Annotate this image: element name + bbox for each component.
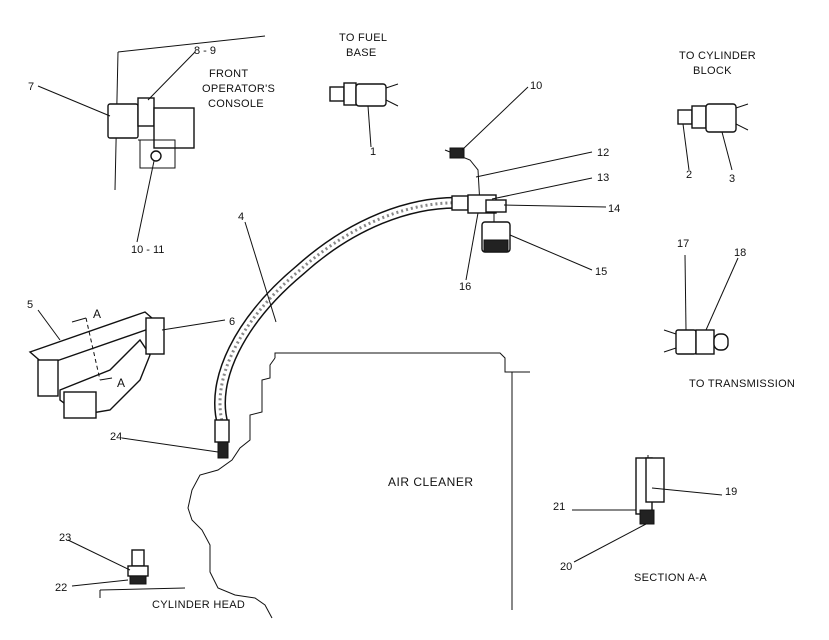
callout-16: 16: [459, 281, 471, 293]
pressure-switch-assembly: [444, 147, 511, 253]
trans-sender-nut: [695, 329, 715, 355]
cylinder-head-sender: [99, 549, 186, 598]
air-cleaner-outline: AIR CLEANER: [187, 352, 530, 619]
callout-3: 3: [729, 173, 735, 185]
trans-sender-body: [675, 329, 697, 355]
callout-20: 20: [560, 561, 572, 573]
caption-to-cylinder-block-line1: TO CYLINDER: [679, 50, 756, 62]
sender-body: [355, 83, 387, 107]
captions: TO FUEL BASE TO CYLINDER BLOCK FRONT OPE…: [152, 32, 795, 611]
hose-fitting-upper: [451, 195, 469, 211]
callout-13: 13: [597, 172, 609, 184]
callout-18: 18: [734, 247, 746, 259]
callout-10-11: 10 - 11: [131, 244, 164, 256]
oil-pressure-hose: [214, 195, 469, 459]
section-clip: [645, 457, 665, 503]
callout-14: 14: [608, 203, 620, 215]
block-sender-body: [705, 103, 737, 133]
callout-7: 7: [28, 81, 34, 93]
section-mark-bottom: A: [117, 376, 126, 390]
callout-4: 4: [238, 211, 244, 223]
air-cleaner-label: AIR CLEANER: [388, 475, 474, 489]
callout-numbers: 1 2 3 4 5 6 7 8 - 9 10 10 - 11 12 13 14 …: [27, 45, 746, 594]
transmission-sender: [663, 329, 729, 355]
head-sender-base: [129, 575, 147, 585]
panel-right-mount: [145, 317, 165, 355]
head-sender-hex: [127, 565, 149, 577]
gauge-body: [107, 103, 139, 139]
section-nut: [639, 509, 655, 525]
cylinder-block-sender: [677, 103, 749, 133]
gauge-housing: [153, 107, 195, 149]
pressure-switch-base: [483, 239, 509, 253]
caption-front-console-line1: FRONT: [209, 68, 248, 80]
section-mark-top: A: [93, 307, 102, 321]
panel-left-mount: [37, 359, 59, 397]
callout-12: 12: [597, 147, 609, 159]
callout-19: 19: [725, 486, 737, 498]
callout-6: 6: [229, 316, 235, 328]
caption-to-transmission: TO TRANSMISSION: [689, 378, 795, 390]
callout-21: 21: [553, 501, 565, 513]
caption-to-cylinder-block-line2: BLOCK: [693, 65, 732, 77]
gauge-connector: [137, 97, 155, 127]
trans-sender-tip: [713, 333, 729, 351]
caption-to-fuel-base-line2: BASE: [346, 47, 377, 59]
hose-elbow-fitting: [217, 441, 229, 459]
bracket-clip: [449, 147, 465, 159]
fuel-base-sender: [329, 82, 399, 107]
tee-fitting: [485, 199, 507, 213]
gauge-panel-section-view: A A: [28, 307, 165, 419]
callout-15: 15: [595, 266, 607, 278]
callout-10: 10: [530, 80, 542, 92]
callout-23: 23: [59, 532, 71, 544]
callout-8-9: 8 - 9: [194, 45, 216, 57]
console-gauge-assembly: [107, 35, 266, 191]
head-sender-top: [131, 549, 145, 567]
panel-connector: [63, 391, 97, 419]
section-a-a-detail: [635, 455, 665, 525]
sender-thread: [329, 86, 345, 102]
callout-17: 17: [677, 238, 689, 250]
caption-cylinder-head: CYLINDER HEAD: [152, 599, 245, 611]
callout-22: 22: [55, 582, 67, 594]
caption-to-fuel-base-line1: TO FUEL: [339, 32, 387, 44]
block-sender-thread: [677, 109, 693, 125]
caption-section-a-a: SECTION A-A: [634, 572, 707, 584]
hose-fitting-lower: [214, 419, 230, 443]
caption-front-console-line3: CONSOLE: [208, 98, 264, 110]
callout-2: 2: [686, 169, 692, 181]
callout-24: 24: [110, 431, 122, 443]
callout-1: 1: [370, 146, 376, 158]
mounting-nut: [150, 150, 162, 162]
block-sender-nut: [691, 105, 707, 129]
sender-nut: [343, 82, 357, 106]
callout-5: 5: [27, 299, 33, 311]
caption-front-console-line2: OPERATOR'S: [202, 83, 275, 95]
leader-lines: [37, 51, 739, 587]
